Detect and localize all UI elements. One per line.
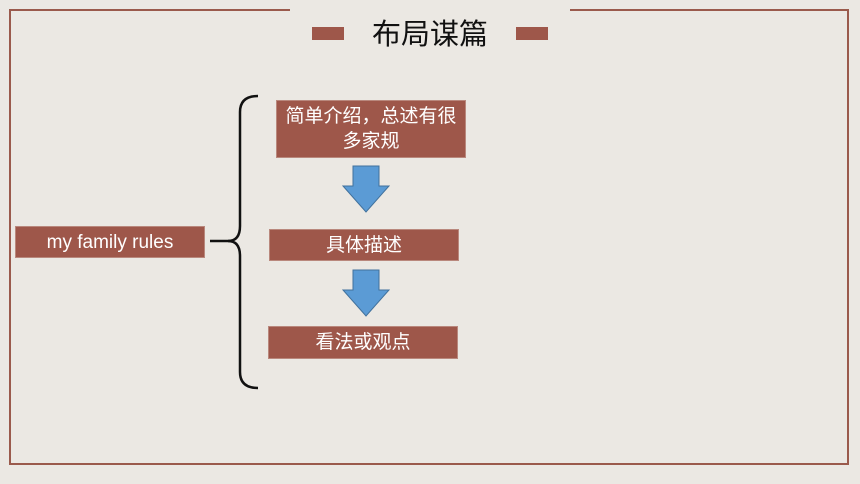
step-3-node: 看法或观点	[268, 326, 458, 359]
down-arrow-2	[341, 269, 391, 317]
root-node: my family rules	[15, 226, 205, 258]
step-2-node: 具体描述	[269, 229, 459, 261]
down-arrow-1	[341, 165, 391, 213]
slide-title: 布局谋篇	[371, 17, 488, 51]
title-gap	[290, 0, 570, 20]
title-right-bar	[516, 27, 548, 40]
step-1-node: 简单介绍，总述有很多家规	[276, 100, 466, 158]
title-left-bar	[312, 27, 344, 40]
curly-brace	[227, 94, 259, 390]
